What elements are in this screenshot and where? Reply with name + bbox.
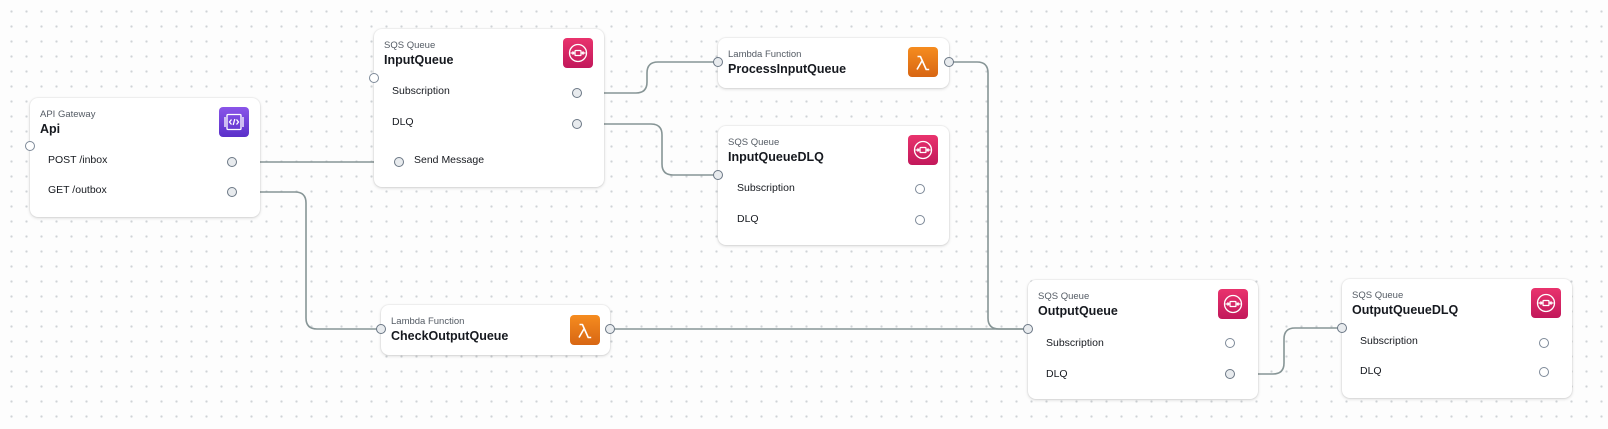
api-input-port[interactable] <box>25 141 35 151</box>
node-name: OutputQueueDLQ <box>1352 303 1459 317</box>
output-queue-dlq-subscription-label: Subscription <box>1360 335 1418 347</box>
node-api[interactable]: API Gateway Api POST /inbox GET /outbox <box>30 98 260 217</box>
process-input-queue-output-port[interactable] <box>944 57 954 67</box>
check-output-queue-input-port[interactable] <box>376 324 386 334</box>
wire-output-dlq-to-output-queue-dlq <box>1230 327 1342 375</box>
node-name: CheckOutputQueue <box>391 329 509 343</box>
node-name: Api <box>40 122 61 136</box>
route-get-outbox-label: GET /outbox <box>48 184 107 196</box>
node-name: InputQueueDLQ <box>728 150 824 164</box>
input-queue-dlq-port[interactable] <box>572 119 582 129</box>
node-type: SQS Queue <box>1038 291 1090 302</box>
output-queue-dlq-dlq-port[interactable] <box>1539 367 1549 377</box>
output-queue-subscription-port[interactable] <box>1225 338 1235 348</box>
node-output-queue-dlq[interactable]: SQS Queue OutputQueueDLQ Subscription DL… <box>1342 279 1572 398</box>
output-queue-dlq-subscription-port[interactable] <box>1539 338 1549 348</box>
node-type: SQS Queue <box>728 137 780 148</box>
node-process-input-queue[interactable]: Lambda Function ProcessInputQueue <box>718 38 949 88</box>
input-queue-dlq-dlq-label: DLQ <box>737 213 759 225</box>
check-output-queue-output-port[interactable] <box>605 324 615 334</box>
node-input-queue[interactable]: SQS Queue InputQueue Subscription DLQ Se… <box>374 29 604 187</box>
wire-get-outbox-to-check-output-queue <box>232 191 381 330</box>
sqs-queue-icon <box>1531 288 1561 318</box>
output-queue-dlq-dlq-label: DLQ <box>1360 365 1382 377</box>
input-queue-send-message-port[interactable] <box>394 157 404 167</box>
node-name: ProcessInputQueue <box>728 62 847 76</box>
sqs-queue-icon <box>908 135 938 165</box>
node-type: API Gateway <box>40 109 96 120</box>
api-post-inbox-port[interactable] <box>227 157 237 167</box>
sqs-queue-icon <box>563 38 593 68</box>
node-input-queue-dlq[interactable]: SQS Queue InputQueueDLQ Subscription DLQ <box>718 126 949 245</box>
node-type: Lambda Function <box>391 316 465 327</box>
node-type: SQS Queue <box>384 40 436 51</box>
input-queue-dlq-dlq-port[interactable] <box>915 215 925 225</box>
lambda-icon <box>908 47 938 77</box>
input-queue-subscription-label: Subscription <box>392 85 450 97</box>
wire-process-input-queue-to-output-queue <box>949 61 1028 330</box>
node-name: OutputQueue <box>1038 304 1118 318</box>
route-post-inbox-label: POST /inbox <box>48 154 108 166</box>
sqs-queue-icon <box>1218 289 1248 319</box>
output-queue-dlq-input-port[interactable] <box>1337 323 1347 333</box>
input-queue-dlq-input-port[interactable] <box>713 170 723 180</box>
wire-input-dlq-to-input-queue-dlq <box>577 123 718 176</box>
output-queue-dlq-label: DLQ <box>1046 368 1068 380</box>
api-gateway-icon <box>219 107 249 137</box>
node-type: Lambda Function <box>728 49 802 60</box>
node-name: InputQueue <box>384 53 454 67</box>
node-output-queue[interactable]: SQS Queue OutputQueue Subscription DLQ <box>1028 280 1258 399</box>
wire-input-subscription-to-process-input-queue <box>577 61 718 94</box>
process-input-queue-input-port[interactable] <box>713 57 723 67</box>
node-type: SQS Queue <box>1352 290 1404 301</box>
input-queue-input-port[interactable] <box>369 73 379 83</box>
input-queue-send-message-label: Send Message <box>414 154 485 166</box>
output-queue-subscription-label: Subscription <box>1046 337 1104 349</box>
lambda-icon <box>570 315 600 345</box>
input-queue-subscription-port[interactable] <box>572 88 582 98</box>
input-queue-dlq-subscription-port[interactable] <box>915 184 925 194</box>
output-queue-dlq-port[interactable] <box>1225 369 1235 379</box>
input-queue-dlq-label: DLQ <box>392 116 414 128</box>
input-queue-dlq-subscription-label: Subscription <box>737 182 795 194</box>
output-queue-input-port[interactable] <box>1023 324 1033 334</box>
api-get-outbox-port[interactable] <box>227 187 237 197</box>
node-check-output-queue[interactable]: Lambda Function CheckOutputQueue <box>381 305 610 355</box>
